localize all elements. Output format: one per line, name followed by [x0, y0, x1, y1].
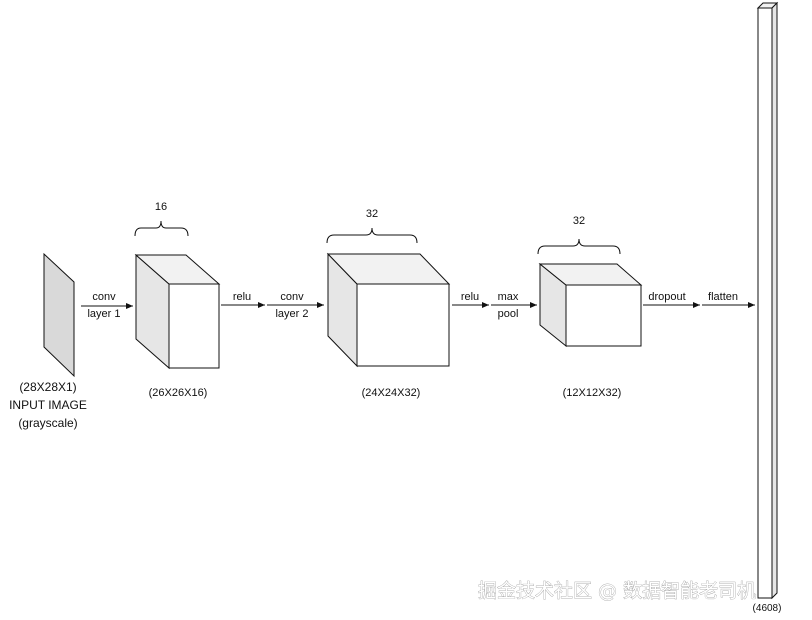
depth-brace-2 [326, 227, 418, 244]
output-dims-label: (4608) [753, 603, 782, 614]
depth-brace-1 [134, 220, 189, 237]
feature-map-block-2 [326, 252, 451, 368]
maxpool-label-line1: max [498, 291, 519, 303]
conv2-label-line1: conv [280, 291, 304, 303]
depth-label-1: 16 [155, 201, 167, 213]
flattened-output-vector [756, 1, 779, 600]
conv1-label-line2: layer 1 [87, 308, 120, 320]
input-title-label: INPUT IMAGE [9, 398, 87, 412]
maxpool-label-line2: pool [498, 308, 519, 320]
input-dims-label: (28X28X1) [19, 380, 76, 394]
block-1-dims-label: (26X26X16) [149, 387, 208, 399]
watermark: 掘金技术社区 @ 数据智能老司机 [478, 580, 756, 602]
input-note-label: (grayscale) [18, 416, 77, 430]
input-image-plane [43, 252, 75, 378]
conv2-label-line2: layer 2 [275, 308, 308, 320]
block-2-dims-label: (24X24X32) [362, 387, 421, 399]
conv1-label-line1: conv [92, 291, 116, 303]
relu1-label: relu [233, 291, 251, 303]
dropout-label: dropout [648, 291, 685, 303]
flatten-label: flatten [708, 291, 738, 303]
depth-brace-3 [537, 238, 621, 255]
depth-label-3: 32 [573, 215, 585, 227]
feature-map-block-1 [134, 253, 221, 370]
depth-label-2: 32 [366, 208, 378, 220]
relu2-label: relu [461, 291, 479, 303]
block-3-dims-label: (12X12X32) [563, 387, 622, 399]
feature-map-block-3 [538, 262, 643, 348]
